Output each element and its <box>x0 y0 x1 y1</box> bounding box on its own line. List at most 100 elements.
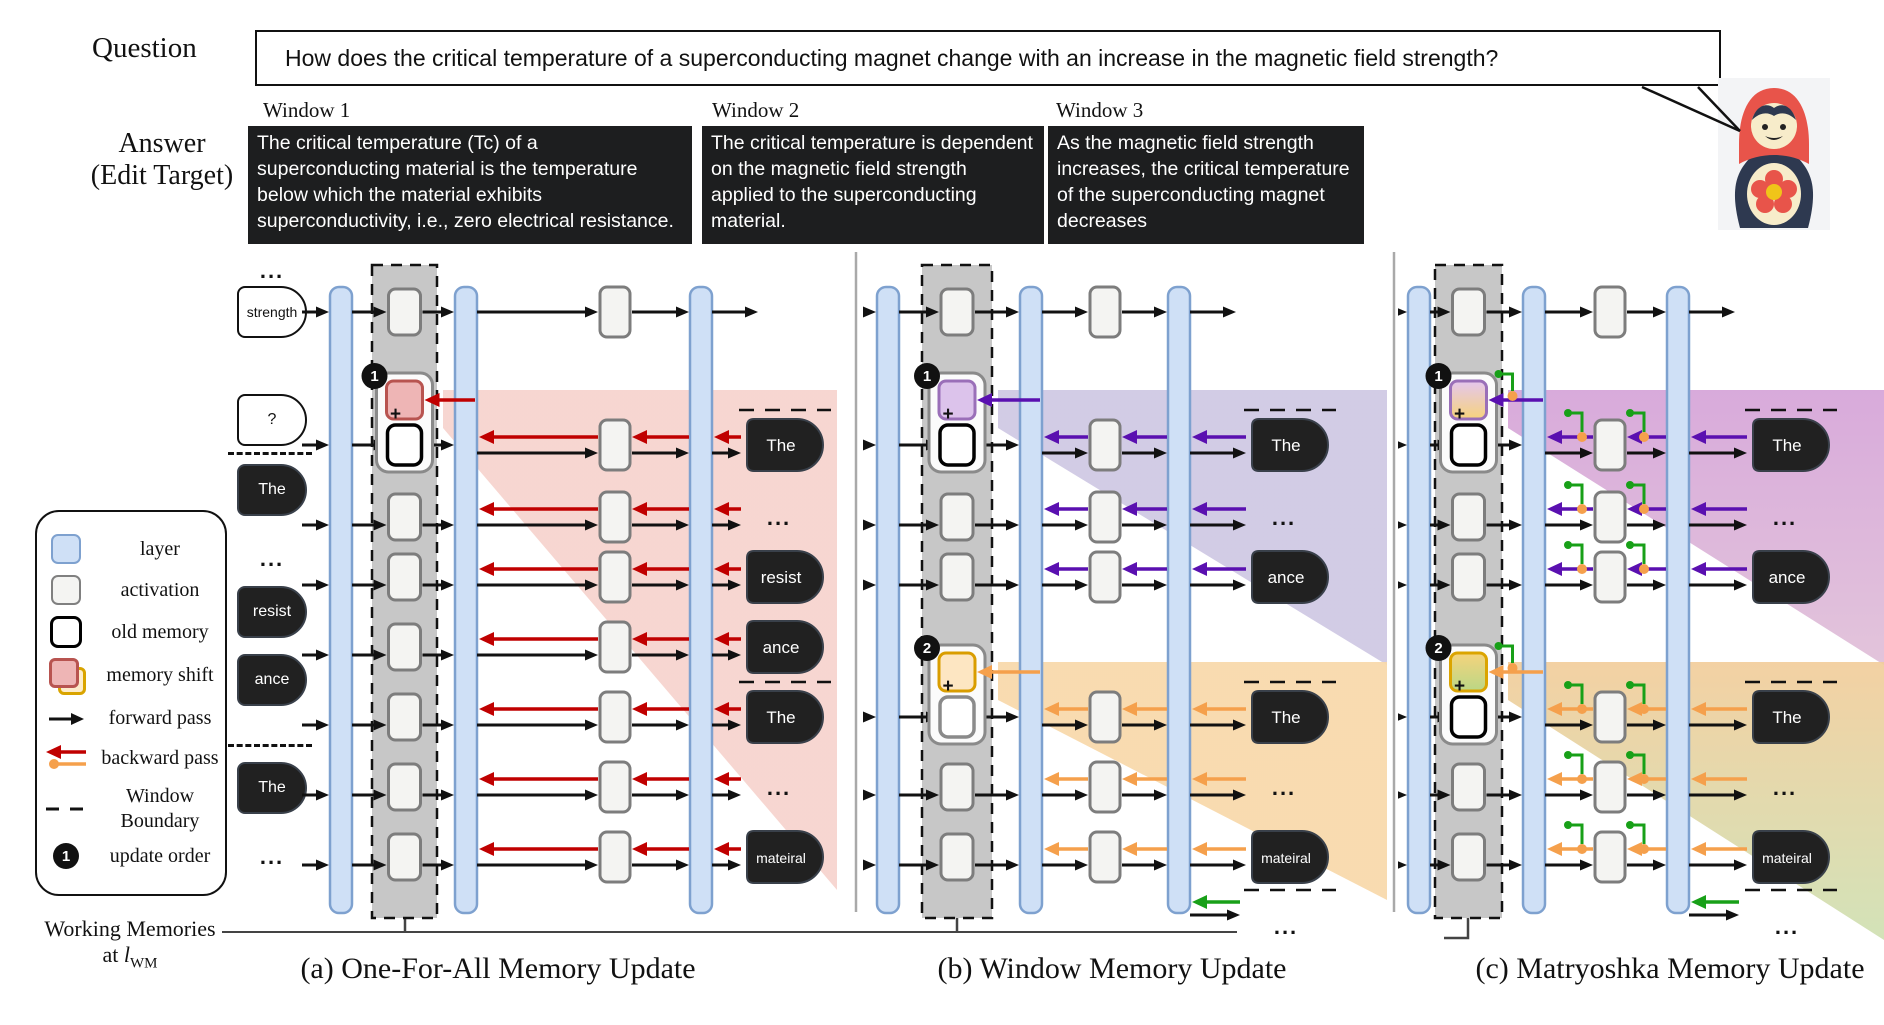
backward-arrow-head <box>1627 702 1642 716</box>
update-order-badge <box>361 363 388 389</box>
output-token-ellipsis: ... <box>767 505 791 530</box>
backward-arrow-head <box>479 562 494 576</box>
matryoshka-doll-icon <box>1718 78 1830 230</box>
green-hook <box>1568 753 1584 774</box>
backward-arrow-head <box>1627 562 1642 576</box>
backward-arrow-head <box>479 502 494 516</box>
forward-arrow-head <box>1227 909 1240 921</box>
backward-arrow-head <box>1192 502 1207 516</box>
forward-arrow-head <box>585 519 598 531</box>
green-hook <box>1630 483 1646 504</box>
legend-label-forward-pass: forward pass <box>108 707 212 729</box>
forward-arrow-head <box>863 859 876 871</box>
forward-arrow-head <box>863 519 876 531</box>
backward-arrow-head <box>1627 772 1642 786</box>
activation-box <box>598 550 632 604</box>
backward-arrow-head <box>1044 430 1059 444</box>
green-hook <box>1630 543 1646 564</box>
backward-arrow-head <box>632 632 647 646</box>
backward-arrow-head <box>1691 430 1706 444</box>
backward-arrow-head <box>1192 562 1207 576</box>
backward-arrow-head <box>479 632 494 646</box>
panel-c-caption: (c) Matryoshka Memory Update <box>1475 952 1865 985</box>
green-hook <box>1630 411 1646 432</box>
window1-title: Window 1 <box>263 98 351 122</box>
forward-arrow-head <box>728 447 741 459</box>
green-hook-dot <box>1626 541 1634 549</box>
activation-box <box>598 830 632 884</box>
backward-arrow-head <box>1547 562 1562 576</box>
orange-hook-dot <box>1577 844 1587 854</box>
panel-c: +1The...ance+2The...mateiral... <box>1398 263 1884 940</box>
forward-arrow-head <box>585 447 598 459</box>
output-token-label: ance <box>763 638 800 657</box>
orange-hook-dot <box>1639 704 1649 714</box>
backward-arrow-head <box>714 632 729 646</box>
forward-arrow-head <box>1233 519 1246 531</box>
forward-arrow-head <box>1509 789 1522 801</box>
window-boundary-icon <box>37 802 95 816</box>
backward-arrow-head <box>1691 502 1706 516</box>
activation-box <box>1088 550 1122 604</box>
output-token <box>1251 830 1329 884</box>
output-token-ellipsis: ... <box>1274 914 1298 939</box>
forward-arrow-head <box>1233 719 1246 731</box>
forward-arrow-head <box>441 519 454 531</box>
layer-bar <box>1166 285 1192 915</box>
forward-arrow-head <box>1734 519 1747 531</box>
backward-arrow-head <box>1192 842 1207 856</box>
forward-arrow-head <box>441 439 454 451</box>
backward-arrow-head <box>1122 430 1137 444</box>
backward-arrow-head <box>1488 393 1504 407</box>
forward-arrow-head <box>585 859 598 871</box>
forward-arrow-head <box>316 789 329 801</box>
window-boundary-dash <box>228 744 312 747</box>
backward-arrow-head <box>632 502 647 516</box>
backward-arrow-head <box>714 562 729 576</box>
old-memory-box <box>938 695 976 739</box>
backward-arrow-head <box>714 430 729 444</box>
forward-arrow-head <box>1734 859 1747 871</box>
green-hook <box>1630 753 1646 774</box>
forward-arrow-head <box>316 306 329 318</box>
forward-arrow-head <box>1653 306 1666 318</box>
output-token <box>1251 690 1329 744</box>
forward-arrow-head <box>1580 859 1593 871</box>
forward-arrow-head <box>1437 789 1451 801</box>
activation-box <box>1088 690 1122 744</box>
backward-arrow-head <box>632 772 647 786</box>
forward-arrow-head <box>316 579 329 591</box>
backward-pass-icon <box>37 744 95 772</box>
activation-box <box>1593 418 1627 472</box>
output-token-label: ance <box>1769 568 1806 587</box>
output-token <box>746 620 824 674</box>
forward-arrow-head <box>316 519 329 531</box>
update-order-badge <box>914 363 940 389</box>
backward-arrow-head <box>714 502 729 516</box>
forward-arrow-head <box>745 306 758 318</box>
update-order-badge <box>1425 363 1452 389</box>
input-token: ? <box>237 394 307 446</box>
speech-tail <box>1697 86 1741 132</box>
output-token-label: The <box>1772 708 1801 727</box>
svg-text:1: 1 <box>62 848 70 865</box>
output-token-label: mateiral <box>1762 850 1812 866</box>
activation-box <box>939 832 975 882</box>
forward-arrow-head <box>676 789 689 801</box>
activation-box <box>939 552 975 602</box>
forward-arrow-head <box>728 579 741 591</box>
output-token-label: The <box>1271 436 1300 455</box>
backward-arrow-head <box>632 842 647 856</box>
update-order-number: 1 <box>370 368 378 385</box>
forward-arrow-head <box>1154 579 1167 591</box>
forward-arrow-head <box>1653 719 1666 731</box>
backward-arrow-head <box>1044 502 1059 516</box>
forward-arrow-head <box>585 306 598 318</box>
output-token <box>746 690 824 744</box>
backward-arrow-head <box>479 842 494 856</box>
forward-arrow-head <box>863 789 876 801</box>
activation-box <box>1593 550 1627 604</box>
layer-bar <box>1521 285 1547 915</box>
plus-sign: + <box>1454 404 1465 425</box>
